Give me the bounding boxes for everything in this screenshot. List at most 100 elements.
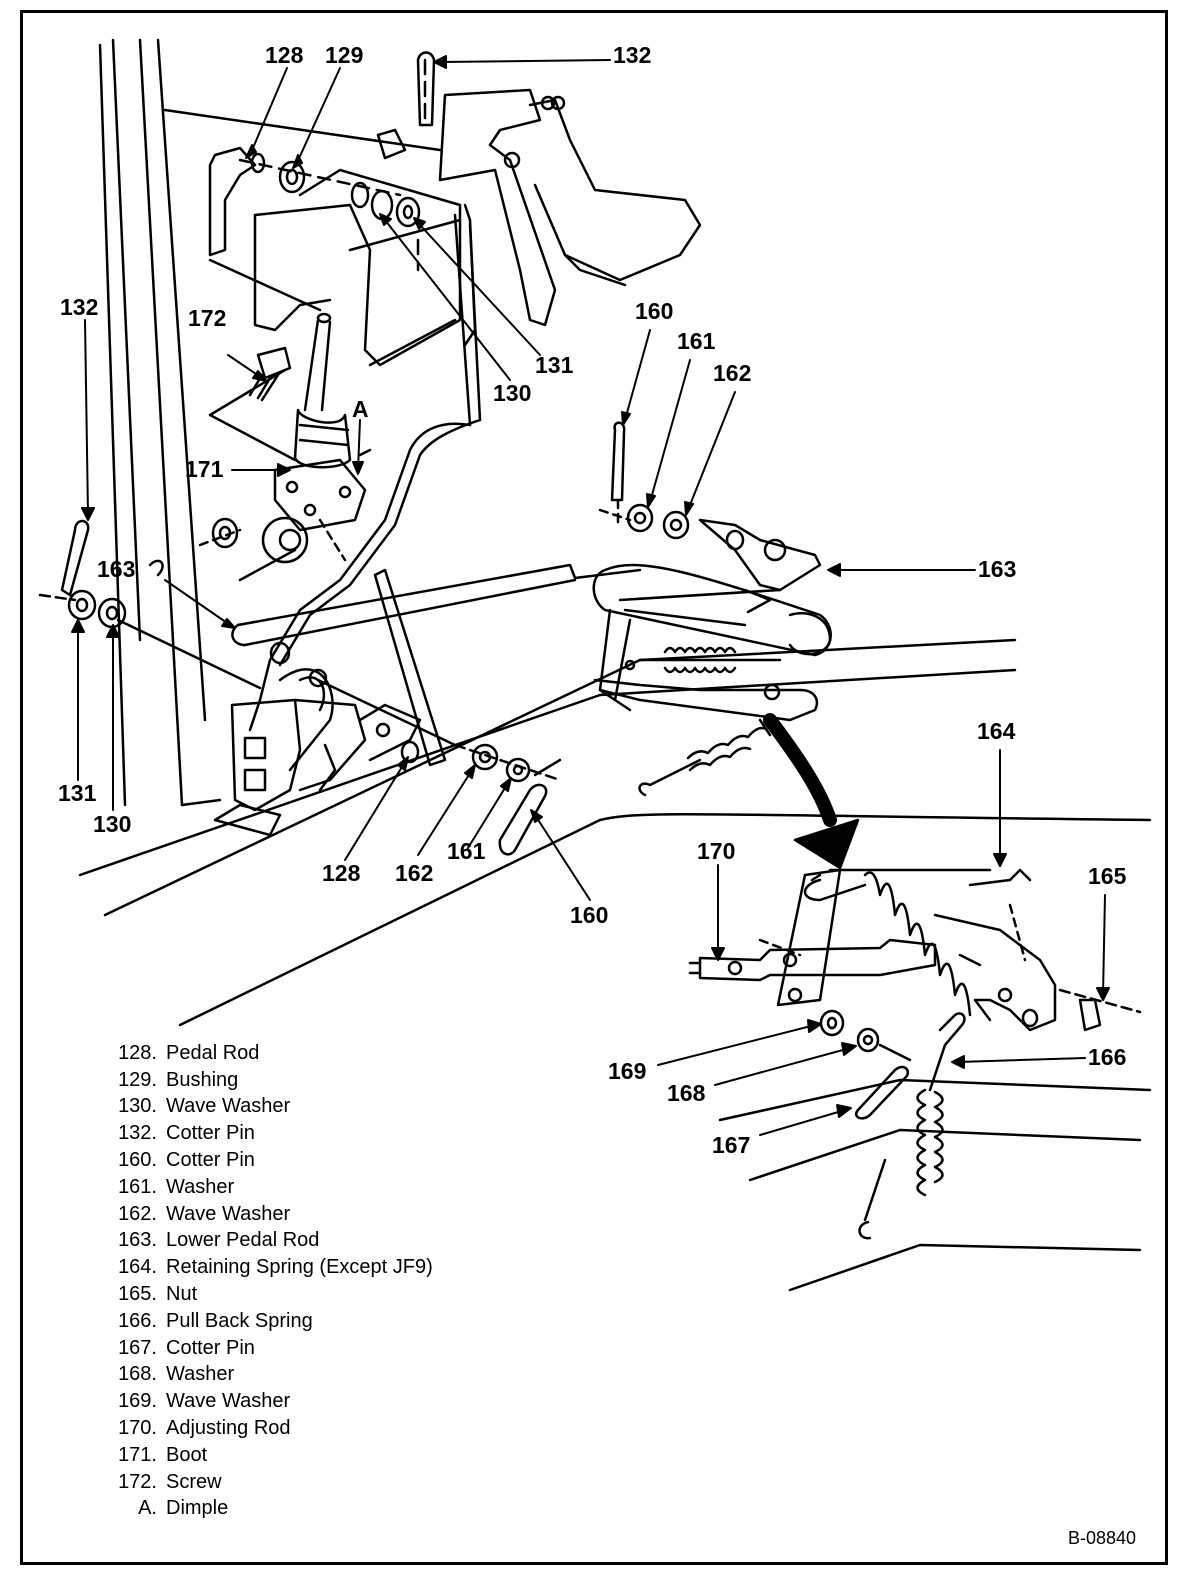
legend-number: 169. [118,1390,157,1413]
upper-bushings [208,51,436,272]
callout-161-top: 161 [677,328,716,354]
lower-pedal-rod [231,563,642,782]
callout-162-top: 162 [713,360,752,386]
legend-label: Dimple [166,1497,229,1520]
detail-washers-spring [819,1009,966,1240]
callout-130-left: 130 [93,811,132,837]
legend-item: 165. Nut [100,1281,433,1308]
legend-item: 171. Boot [100,1442,433,1469]
legend-label: Pull Back Spring [166,1309,313,1332]
legend-label: Cotter Pin [166,1122,255,1145]
legend-label: Retaining Spring (Except JF9) [166,1256,433,1279]
legend-number: 128. [118,1041,157,1064]
callout-129: 129 [325,42,364,68]
legend-number: 162. [118,1202,157,1225]
legend-item: A. Dimple [100,1496,433,1523]
callout-165: 165 [1088,863,1127,889]
callout-128-top: 128 [265,42,304,68]
legend-item: 160. Cotter Pin [100,1147,433,1174]
legend-label: Adjusting Rod [166,1417,291,1440]
callout-169: 169 [608,1058,647,1084]
callout-130-mid: 130 [493,380,532,406]
legend-number: 165. [118,1283,157,1306]
detail-assembly [688,868,1142,1032]
callout-163-right: 163 [978,556,1017,582]
legend-label: Wave Washer [166,1202,291,1225]
left-pin-washers [38,519,262,690]
leader-lines [71,55,1110,1136]
callout-161-low: 161 [447,838,486,864]
callout-160-low: 160 [570,902,609,928]
legend-item: 170. Adjusting Rod [100,1415,433,1442]
legend-number: 167. [118,1336,157,1359]
legend-item: 132. Cotter Pin [100,1120,433,1147]
legend-number: 160. [118,1149,157,1172]
legend-number: 164. [118,1256,157,1279]
legend-item: 163. Lower Pedal Rod [100,1228,433,1255]
legend-number: 171. [118,1443,157,1466]
legend-item: 130. Wave Washer [100,1094,433,1121]
legend-label: Washer [166,1363,235,1386]
floor-contour [78,638,1152,1292]
legend-label: Lower Pedal Rod [166,1229,320,1252]
callout-128-low: 128 [322,860,361,886]
mid-spring-linkage [593,608,819,797]
legend-label: Wave Washer [166,1095,291,1118]
legend-label: Cotter Pin [166,1336,255,1359]
pedal-rod-upper [208,258,482,732]
legend-label: Boot [166,1443,208,1466]
legend-number: 168. [118,1363,157,1386]
legend-item: 169. Wave Washer [100,1388,433,1415]
legend-number: A. [138,1497,157,1520]
callout-163-left: 163 [97,556,136,582]
upper-bracket [253,88,702,427]
legend-label: Nut [166,1283,198,1306]
legend-label: Cotter Pin [166,1149,255,1172]
callout-170: 170 [697,838,736,864]
legend-number: 166. [118,1309,157,1332]
direction-arrow [763,713,860,870]
callout-167: 167 [712,1132,751,1158]
legend-item: 162. Wave Washer [100,1201,433,1228]
legend-item: 129. Bushing [100,1067,433,1094]
legend-item: 161. Washer [100,1174,433,1201]
figure-reference-code: B-08840 [1068,1528,1137,1548]
legend-label: Screw [166,1470,222,1493]
parts-legend: 128. Pedal Rod 129. Bushing 130. Wave Washe… [100,1040,433,1522]
callout-162-low: 162 [395,860,434,886]
callout-131-mid: 131 [535,352,574,378]
screw-172 [208,346,297,462]
legend-number: 161. [118,1175,157,1198]
callout-164: 164 [977,718,1016,744]
legend-number: 129. [118,1068,157,1091]
right-upper-rod [592,421,832,657]
legend-number: 172. [118,1470,157,1493]
boot-plate [198,448,372,582]
callout-a-dimple: A [352,396,369,422]
legend-number: 170. [118,1417,157,1440]
firewall-panel [98,38,442,807]
legend-number: 130. [118,1095,157,1118]
callout-172: 172 [188,305,227,331]
callout-166: 166 [1088,1044,1127,1070]
callout-160-top: 160 [635,298,674,324]
legend-item: 166. Pull Back Spring [100,1308,433,1335]
legend-item: 164. Retaining Spring (Except JF9) [100,1254,433,1281]
legend-label: Wave Washer [166,1390,291,1413]
legend-item: 172. Screw [100,1469,433,1496]
callout-132-top: 132 [613,42,652,68]
lower-bracket [213,698,422,837]
callout-132-left: 132 [60,294,99,320]
lower-middle-washers [471,743,562,856]
legend-label: Pedal Rod [166,1041,260,1064]
legend-item: 168. Washer [100,1362,433,1389]
callout-131-left: 131 [58,780,97,806]
callout-168: 168 [667,1080,706,1106]
legend-number: 132. [118,1122,157,1145]
legend-item: 128. Pedal Rod [100,1040,433,1067]
legend-number: 163. [118,1229,157,1252]
legend-label: Washer [166,1175,235,1198]
legend-label: Bushing [166,1068,239,1091]
legend-item: 167. Cotter Pin [100,1335,433,1362]
